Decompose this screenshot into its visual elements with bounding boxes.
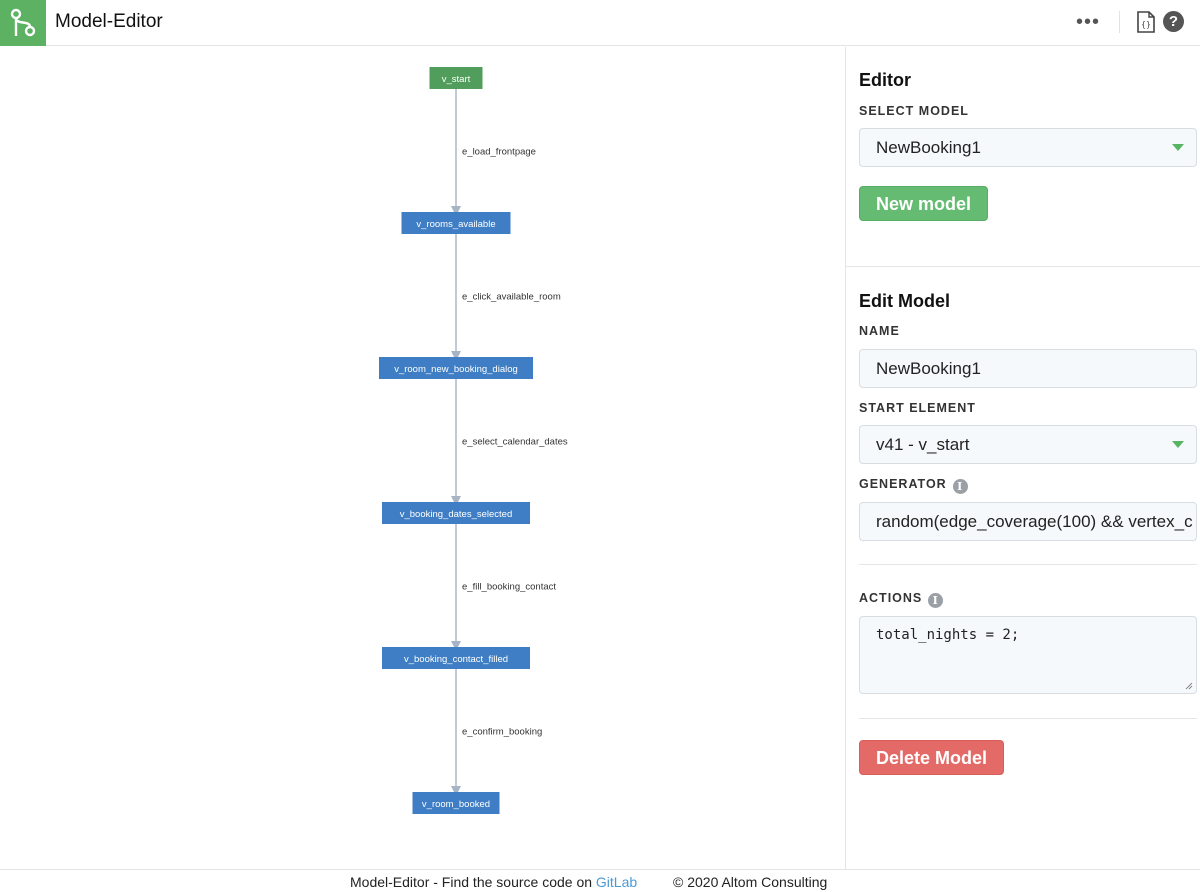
header-separator	[1119, 11, 1120, 33]
gitlab-link[interactable]: GitLab	[595, 874, 638, 890]
page-footer: Model-Editor - Find the source code on G…	[0, 869, 1200, 892]
select-model-label: SELECT MODEL	[859, 104, 969, 118]
resize-handle-icon[interactable]	[1185, 682, 1193, 690]
start-element-dropdown[interactable]: v41 - v_start	[859, 425, 1197, 464]
name-input-value: NewBooking1	[876, 359, 981, 378]
graph-vertex[interactable]	[379, 357, 533, 379]
graph-vertex[interactable]	[429, 67, 483, 89]
graph-vertex-label[interactable]: v_room_booked	[422, 799, 490, 810]
graph-vertex[interactable]	[382, 647, 530, 669]
graph-edge-label[interactable]: e_confirm_booking	[462, 727, 542, 738]
start-element-value: v41 - v_start	[876, 435, 970, 454]
help-icon[interactable]: ?	[1163, 11, 1184, 32]
section-divider	[846, 266, 1200, 267]
graph-vertex[interactable]	[382, 502, 530, 524]
actions-label: ACTIONS i	[859, 591, 944, 608]
editor-panel: Editor SELECT MODEL NewBooking1 New mode…	[845, 47, 1200, 869]
git-merge-icon[interactable]	[0, 0, 46, 46]
chevron-down-icon	[1172, 144, 1184, 151]
select-model-value: NewBooking1	[876, 138, 981, 157]
chevron-down-icon	[1172, 441, 1184, 448]
actions-textarea-value: total_nights = 2;	[876, 627, 1020, 643]
info-icon[interactable]: i	[952, 479, 968, 494]
info-icon[interactable]: i	[928, 593, 944, 608]
generator-input[interactable]: random(edge_coverage(100) && vertex_c	[859, 502, 1197, 541]
svg-text:{}: {}	[1141, 20, 1151, 29]
generator-label-text: GENERATOR	[859, 477, 947, 491]
graph-vertex-label[interactable]: v_booking_contact_filled	[404, 654, 508, 665]
graph-vertex-label[interactable]: v_start	[442, 74, 471, 85]
graph-vertex-label[interactable]: v_rooms_available	[416, 219, 495, 230]
app-header: Model-Editor ••• {} ?	[0, 0, 1200, 46]
name-input[interactable]: NewBooking1	[859, 349, 1197, 388]
app-title: Model-Editor	[55, 11, 163, 32]
graph-edge-label[interactable]: e_load_frontpage	[462, 147, 536, 158]
json-file-icon[interactable]: {}	[1135, 11, 1157, 33]
graph-vertex[interactable]	[401, 212, 511, 234]
graph-vertex-label[interactable]: v_room_new_booking_dialog	[394, 364, 518, 375]
footer-text: Model-Editor - Find the source code on G…	[350, 874, 637, 890]
editor-title: Editor	[859, 70, 911, 90]
graph-edge-label[interactable]: e_fill_booking_contact	[462, 582, 556, 593]
generator-label: GENERATOR i	[859, 477, 968, 494]
new-model-button[interactable]: New model	[859, 186, 989, 221]
more-horizontal-icon[interactable]: •••	[1075, 11, 1100, 33]
footer-description: Model-Editor - Find the source code on	[350, 874, 596, 890]
actions-label-text: ACTIONS	[859, 591, 923, 605]
footer-copyright: © 2020 Altom Consulting	[673, 874, 828, 890]
graph-vertex-label[interactable]: v_booking_dates_selected	[400, 509, 513, 520]
model-graph[interactable]: e_load_frontpage e_click_available_room e_…	[0, 47, 845, 869]
name-label: NAME	[859, 324, 900, 338]
graph-canvas[interactable]: e_load_frontpage e_click_available_room e_…	[0, 47, 845, 869]
select-model-dropdown[interactable]: NewBooking1	[859, 128, 1197, 167]
actions-textarea[interactable]: total_nights = 2;	[859, 616, 1197, 694]
graph-edge-label[interactable]: e_click_available_room	[462, 292, 561, 303]
field-divider	[859, 564, 1197, 565]
graph-edge-label[interactable]: e_select_calendar_dates	[462, 437, 568, 448]
generator-input-value: random(edge_coverage(100) && vertex_c	[876, 512, 1193, 531]
graph-vertex[interactable]	[412, 792, 500, 814]
field-divider	[859, 718, 1197, 719]
edit-model-title: Edit Model	[859, 291, 950, 311]
start-element-label: START ELEMENT	[859, 401, 976, 415]
delete-model-button[interactable]: Delete Model	[859, 740, 1005, 775]
